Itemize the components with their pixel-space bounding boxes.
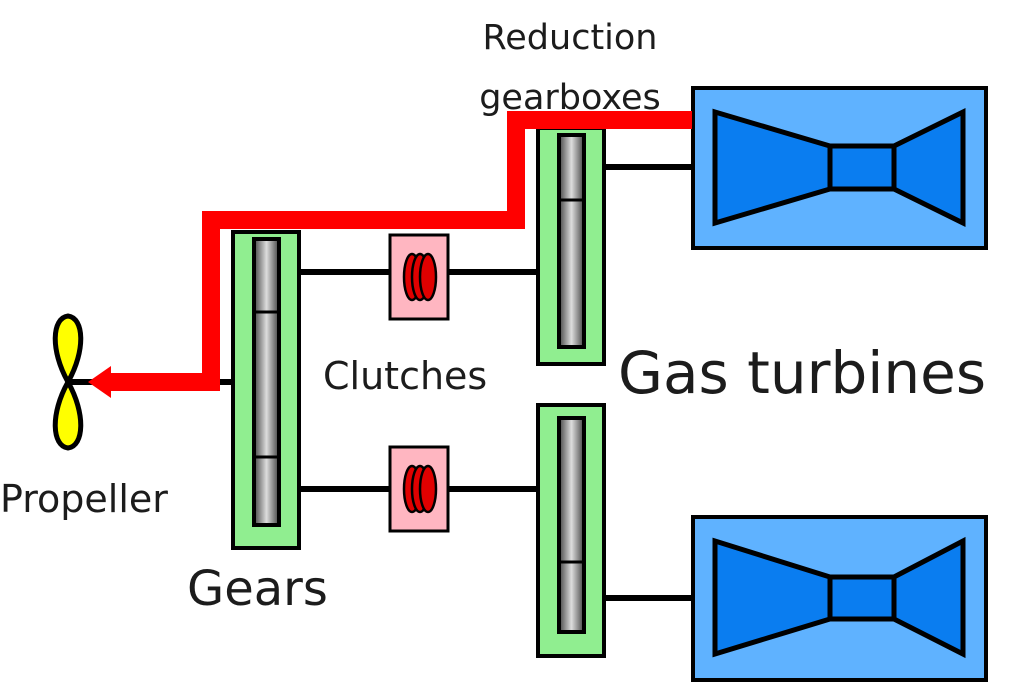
power-flow-line — [108, 111, 692, 391]
lower-clutch-plate — [418, 464, 438, 514]
propeller-blade-lower — [52, 376, 84, 451]
lower-clutch — [388, 445, 450, 533]
power-flow-path — [88, 111, 692, 398]
upper-turbine-core — [827, 143, 897, 192]
main-gears — [231, 230, 301, 550]
gas-turbines-label: Gas turbines — [618, 339, 987, 407]
lower-reduction-gearbox — [536, 403, 606, 658]
upper-gas-turbine — [691, 86, 988, 250]
upper-gearbox-stack — [557, 133, 586, 349]
upper-clutch — [388, 233, 450, 321]
propeller-icon — [52, 313, 84, 451]
upper-clutch-housing — [388, 233, 450, 321]
propeller-label: Propeller — [0, 477, 168, 521]
lower-gearbox-stack — [557, 416, 586, 634]
gears-label: Gears — [187, 561, 328, 617]
clutches-label: Clutches — [323, 354, 488, 398]
lower-gas-turbine — [691, 515, 988, 682]
reduction-gearboxes-label: Reduction gearboxes — [479, 18, 661, 118]
upper-clutch-plate — [418, 252, 438, 302]
power-flow-arrowhead — [88, 366, 111, 398]
main-gear-stack — [252, 237, 281, 527]
upper-reduction-gearbox — [536, 126, 606, 366]
propeller-blade-upper — [52, 313, 84, 388]
lower-turbine-core — [827, 574, 897, 622]
